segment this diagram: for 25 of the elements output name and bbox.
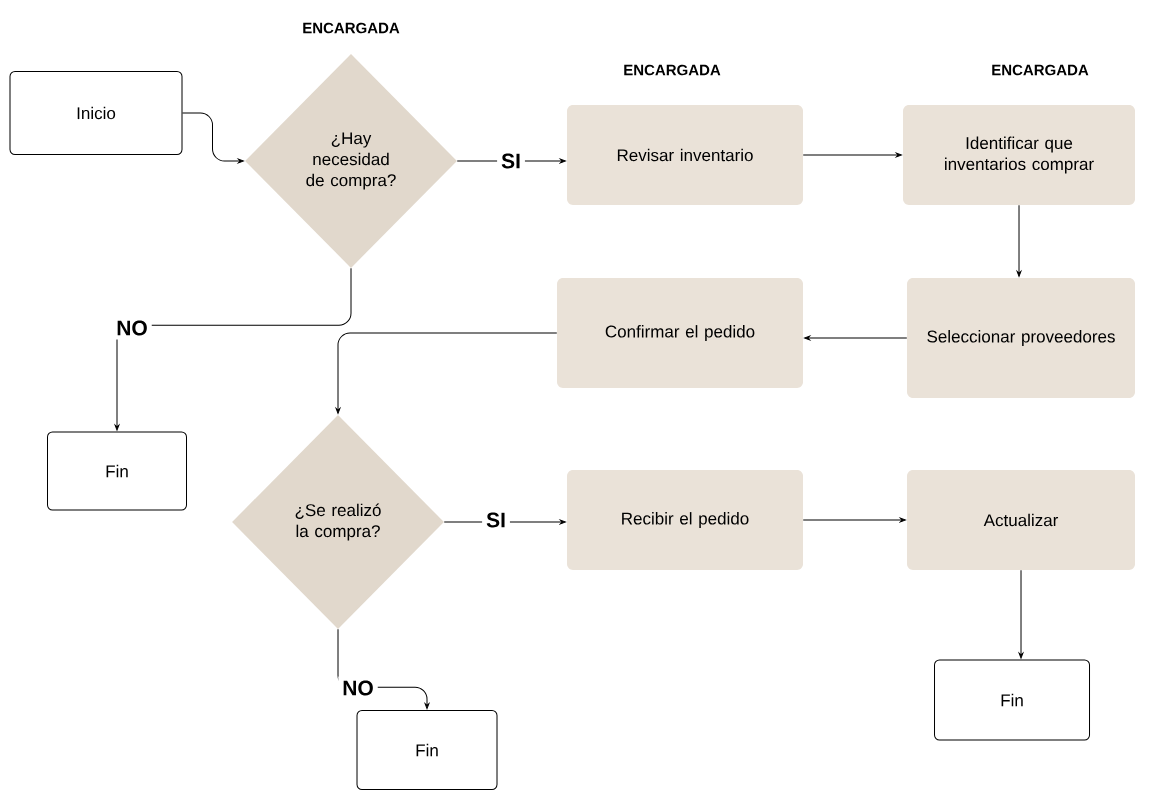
terminal-box: Fin: [356, 710, 498, 790]
arrow: [182, 112, 244, 164]
process-box: Seleccionar proveedores: [907, 278, 1135, 398]
terminal-box: Inicio: [9, 71, 183, 155]
process-box: Recibir el pedido: [567, 470, 803, 570]
arrow: [1018, 569, 1024, 659]
edge-label: NO: [338, 676, 378, 700]
edge-label: SI: [497, 149, 525, 173]
arrow: [802, 517, 906, 523]
process-box: Identificar que inventarios comprar: [903, 105, 1135, 205]
edge-label: NO: [112, 316, 152, 340]
arrow: [335, 332, 558, 414]
column-heading: ENCARGADA: [992, 64, 1089, 76]
process-box: Confirmar el pedido: [557, 278, 803, 388]
process-box: Actualizar: [907, 470, 1135, 570]
arrow: [802, 152, 902, 158]
arrow: [804, 335, 908, 341]
terminal-box: Fin: [47, 431, 187, 511]
terminal-box: Fin: [934, 659, 1090, 741]
arrow: [1016, 204, 1022, 277]
column-heading: ENCARGADA: [303, 22, 400, 34]
edge-label: SI: [482, 508, 510, 532]
column-heading: ENCARGADA: [624, 64, 721, 76]
process-box: Revisar inventario: [567, 105, 803, 205]
arrow: [114, 267, 352, 431]
